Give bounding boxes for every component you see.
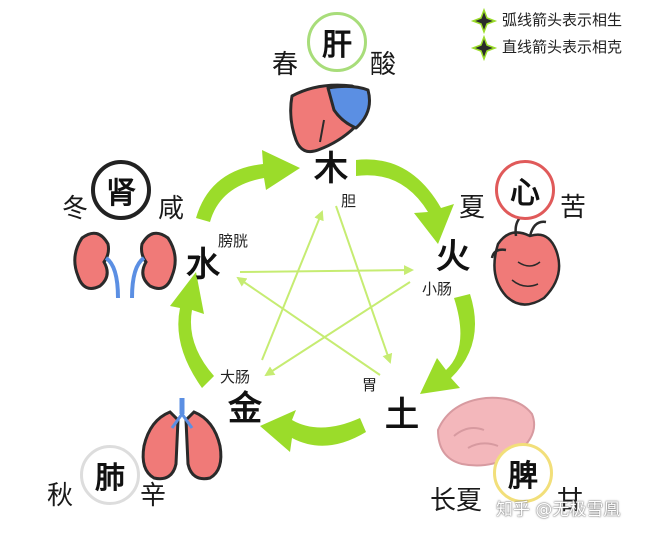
season-water: 冬 — [62, 194, 89, 224]
arrow-wood-earth — [335, 205, 393, 364]
organ-label-kidney: 肾 — [106, 176, 136, 211]
season-fire: 夏 — [459, 193, 486, 223]
watermark-text: 知乎 @无极雪凰 — [496, 500, 621, 520]
generating-arrows — [170, 150, 476, 452]
arrow-fire-earth — [420, 294, 476, 394]
element-wood: 木 — [314, 149, 348, 189]
viscera-metal: 大肠 — [220, 368, 251, 386]
season-wood: 春 — [272, 50, 299, 80]
element-earth: 土 — [385, 395, 419, 435]
legend-sparkle-icons — [470, 7, 498, 62]
sparkle-icon — [470, 7, 498, 35]
legend-restraint-label: 直线箭头表示相克 — [502, 38, 623, 56]
arrow-wood-fire — [356, 159, 454, 244]
restraint-star-arrows — [236, 205, 414, 377]
organ-badge-liver: 肝 — [307, 12, 367, 72]
arrow-metal-wood — [261, 210, 324, 361]
viscera-earth: 胃 — [362, 376, 378, 394]
organ-label-lung: 肺 — [95, 461, 125, 496]
organ-label-liver: 肝 — [322, 28, 352, 63]
element-fire: 火 — [436, 237, 470, 277]
sparkle-icon — [470, 34, 498, 62]
arrow-water-wood — [196, 150, 300, 222]
viscera-water: 膀胱 — [218, 232, 249, 250]
element-water: 水 — [186, 245, 220, 285]
kidneys-illustration — [73, 231, 177, 299]
taste-wood: 酸 — [370, 50, 397, 80]
arrow-water-fire — [239, 265, 414, 276]
heart-illustration — [490, 215, 561, 306]
element-metal: 金 — [228, 389, 262, 429]
arrow-earth-metal — [260, 410, 366, 452]
organ-badge-spleen: 脾 — [493, 443, 553, 503]
arrow-fire-metal — [264, 281, 411, 377]
organ-badge-lung: 肺 — [80, 445, 140, 505]
taste-metal: 辛 — [140, 481, 167, 511]
lungs-illustration — [141, 398, 223, 481]
season-earth: 长夏 — [430, 486, 483, 516]
taste-fire: 苦 — [560, 193, 587, 223]
viscera-fire: 小肠 — [422, 280, 453, 298]
arrow-metal-water — [170, 272, 214, 388]
arrow-earth-water — [236, 276, 381, 376]
liver-illustration — [289, 83, 371, 154]
taste-earth: 甘 — [557, 486, 584, 516]
organ-label-heart: 心 — [510, 176, 540, 211]
viscera-wood: 胆 — [341, 192, 357, 210]
taste-water: 咸 — [158, 194, 185, 224]
organ-label-spleen: 脾 — [508, 459, 538, 494]
organ-badge-heart: 心 — [495, 160, 555, 220]
season-metal: 秋 — [47, 481, 74, 511]
legend-generating-label: 弧线箭头表示相生 — [502, 11, 623, 29]
organ-badge-kidney: 肾 — [91, 160, 151, 220]
